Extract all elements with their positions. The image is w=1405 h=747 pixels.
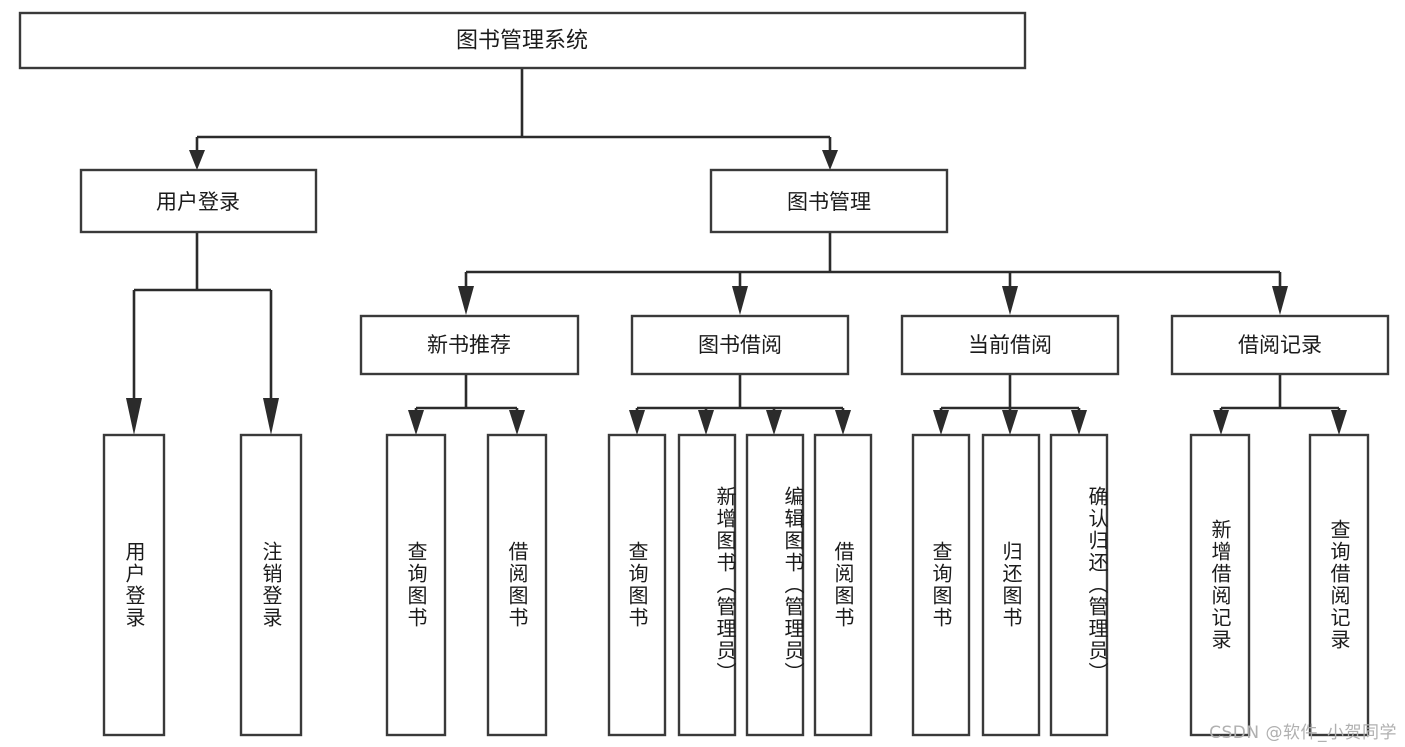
connector-book-management-to-level3 <box>458 232 1288 315</box>
arrow-to-leaf-confirm-return-admin <box>1071 410 1087 435</box>
node-current-borrow[interactable]: 当前借阅 <box>900 314 1120 376</box>
leaf-edit-book-admin-box[interactable] <box>745 433 805 737</box>
arrow-to-leaf-add-borrow-record <box>1213 410 1229 435</box>
arrow-to-book-management <box>822 150 838 170</box>
arrow-to-new-book-recommend <box>458 286 474 315</box>
node-root[interactable]: 图书管理系统 <box>18 11 1027 70</box>
connector-current-borrow-to-leaves <box>933 374 1087 435</box>
node-book-borrow-box[interactable] <box>630 314 850 376</box>
leaf-query-book-1-box[interactable] <box>385 433 447 737</box>
arrow-to-leaf-user-login <box>126 398 142 435</box>
node-borrow-record[interactable]: 借阅记录 <box>1170 314 1390 376</box>
node-current-borrow-label: 当前借阅 <box>968 333 1052 357</box>
leaf-logout-login-box[interactable] <box>239 433 303 737</box>
leaf-query-borrow-record-box[interactable] <box>1308 433 1370 737</box>
leaf-borrow-book-1-box[interactable] <box>486 433 548 737</box>
arrow-to-leaf-return-book <box>1002 410 1018 435</box>
node-book-borrow-label: 图书借阅 <box>698 333 782 357</box>
arrow-to-leaf-borrow-book-2 <box>835 410 851 435</box>
node-root-box[interactable] <box>18 11 1027 70</box>
connector-new-book-recommend-to-leaves <box>408 374 525 435</box>
connector-borrow-record-to-leaves <box>1213 374 1347 435</box>
node-current-borrow-box[interactable] <box>900 314 1120 376</box>
node-borrow-record-box[interactable] <box>1170 314 1390 376</box>
arrow-to-leaf-borrow-book-1 <box>509 410 525 435</box>
leaf-return-book-box[interactable] <box>981 433 1041 737</box>
node-user-login[interactable]: 用户登录 <box>79 168 318 234</box>
watermark-text: CSDN @软件_小贺同学 <box>1209 723 1397 743</box>
node-root-label: 图书管理系统 <box>456 29 588 54</box>
leaf-query-book-2-box[interactable] <box>607 433 667 737</box>
arrow-to-borrow-record <box>1272 286 1288 315</box>
connector-root-to-level2 <box>189 68 838 170</box>
node-new-book-recommend-label: 新书推荐 <box>427 333 511 357</box>
node-borrow-record-label: 借阅记录 <box>1238 333 1322 357</box>
connector-book-borrow-to-leaves <box>629 374 851 435</box>
leaf-user-login-box[interactable] <box>102 433 166 737</box>
arrow-to-leaf-logout-login <box>263 398 279 435</box>
arrow-to-leaf-query-book-2 <box>629 410 645 435</box>
node-user-login-label: 用户登录 <box>156 190 240 214</box>
connector-user-login-to-leaves <box>126 232 279 435</box>
node-new-book-recommend-box[interactable] <box>359 314 580 376</box>
arrow-to-leaf-add-book-admin <box>698 410 714 435</box>
arrow-to-leaf-query-book-3 <box>933 410 949 435</box>
leaf-add-borrow-record-box[interactable] <box>1189 433 1251 737</box>
arrow-to-leaf-query-book-1 <box>408 410 424 435</box>
leaf-add-book-admin-box[interactable] <box>677 433 737 737</box>
arrow-to-leaf-query-borrow-record <box>1331 410 1347 435</box>
leaf-boxes <box>102 433 1370 737</box>
node-book-borrow[interactable]: 图书借阅 <box>630 314 850 376</box>
node-user-login-box[interactable] <box>79 168 318 234</box>
node-book-management[interactable]: 图书管理 <box>709 168 949 234</box>
arrow-to-current-borrow <box>1002 286 1018 315</box>
node-book-management-box[interactable] <box>709 168 949 234</box>
arrow-to-user-login <box>189 150 205 170</box>
node-book-management-label: 图书管理 <box>787 190 871 214</box>
leaf-borrow-book-2-box[interactable] <box>813 433 873 737</box>
leaf-confirm-return-admin-box[interactable] <box>1049 433 1109 737</box>
arrow-to-book-borrow <box>732 286 748 315</box>
node-new-book-recommend[interactable]: 新书推荐 <box>359 314 580 376</box>
leaf-query-book-3-box[interactable] <box>911 433 971 737</box>
arrow-to-leaf-edit-book-admin <box>766 410 782 435</box>
